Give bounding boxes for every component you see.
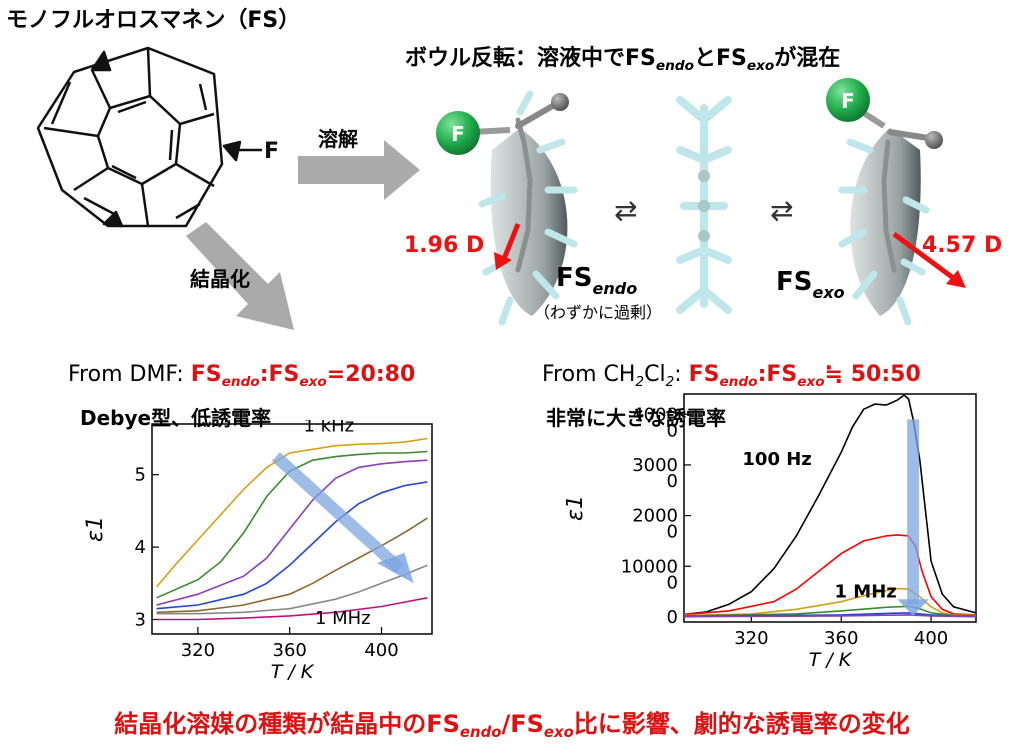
plot-frame: [151, 423, 433, 635]
x-axis-label: T / K: [809, 649, 853, 671]
endo-excess-note: （わずかに過剰）: [534, 303, 662, 322]
planar-transition-structure: [676, 96, 732, 314]
x-axis-label: T / K: [271, 661, 315, 683]
y-tick-label: 3000: [632, 455, 678, 476]
series-line: [683, 534, 977, 616]
series-line: [156, 517, 428, 614]
series-line: [683, 614, 977, 618]
series-line: [155, 437, 428, 588]
bowl-inversion-title: ボウル反転：溶液中でFSendoとFSexoが混在: [405, 46, 841, 74]
crystallize-arrow: [186, 222, 294, 330]
fs-exo-label: FSexo: [776, 267, 845, 302]
exo-dipole-arrow: [892, 231, 958, 283]
fs-illustration: F 溶解 結晶化 F 1.96 D: [36, 46, 1002, 330]
trend-arrow-head: [376, 552, 414, 584]
dissolve-label: 溶解: [318, 127, 358, 151]
equilibrium-arrow-right: ⇄: [770, 194, 793, 227]
endo-dipole-value: 1.96 D: [404, 233, 484, 258]
fs-exo-structure: [826, 78, 943, 326]
left-permittivity-chart: 320 360 400 3 4 5 T / K ε1 1 kHz 1 MHz: [83, 420, 433, 683]
fluorine-label: F: [264, 139, 279, 164]
left-panel-description: Debye型、低誘電率: [80, 406, 272, 430]
series-line: [156, 481, 428, 610]
y-axis-label: ε1: [83, 516, 108, 542]
annotation-1khz: 1 kHz: [303, 420, 354, 436]
exo-f-ball-label: F: [841, 89, 855, 113]
y-tick-label: 10000: [621, 556, 678, 577]
annotation-100hz: 100 Hz: [742, 449, 811, 470]
compound-title: モノフルオロスマネン（FS）: [6, 8, 301, 33]
dissolve-arrow: [298, 140, 420, 200]
y-tick-label: 3: [135, 610, 146, 631]
annotation-1mhz: 1 MHz: [834, 582, 896, 603]
exo-dipole-value: 4.57 D: [922, 233, 1002, 258]
left-panel-source: From DMF: FSendo:FSexo=20:80: [68, 362, 416, 390]
right-panel-source: From CH2Cl2: FSendo:FSexo≒ 50:50: [542, 362, 921, 390]
fs-endo-label: FSendo: [556, 263, 637, 298]
trend-arrow-head: [897, 599, 929, 616]
series-line: [156, 564, 428, 615]
sumanene-structure: [36, 46, 262, 228]
series-line: [156, 450, 428, 599]
y-tick-overlap-label: 0: [667, 420, 678, 441]
fs-endo-structure: [436, 90, 578, 326]
y-tick-overlap-label: 0: [667, 522, 678, 543]
annotation-1mhz: 1 MHz: [315, 608, 371, 629]
y-tick-overlap-label: 0: [667, 471, 678, 492]
trend-arrow-shaft: [271, 452, 404, 574]
right-panel-description: 非常に大きな誘電率: [546, 406, 726, 430]
series-line: [156, 597, 428, 621]
x-tick-label: 360: [273, 640, 307, 661]
series-line: [683, 393, 977, 616]
y-tick-label: 0: [667, 607, 678, 628]
equilibrium-arrow-left: ⇄: [614, 194, 637, 227]
y-axis-label: ε1: [566, 495, 588, 521]
x-tick-label: 320: [734, 628, 768, 649]
y-tick-label: 2000: [632, 506, 678, 527]
endo-f-ball-label: F: [451, 122, 465, 146]
crystallize-label: 結晶化: [190, 267, 250, 291]
conclusion-statement: 結晶化溶媒の種類が結晶中のFSendo/FSexo比に影響、劇的な誘電率の変化: [114, 710, 910, 742]
y-tick-label: 5: [135, 465, 146, 486]
y-tick-overlap-label: 0: [667, 572, 678, 593]
plot-frame: [683, 393, 977, 623]
x-tick-label: 400: [364, 640, 398, 661]
series-line: [683, 587, 977, 617]
x-tick-label: 360: [824, 628, 858, 649]
x-tick-label: 400: [914, 628, 948, 649]
x-tick-label: 320: [181, 640, 215, 661]
y-tick-label: 4000: [632, 404, 678, 425]
y-tick-label: 4: [135, 537, 146, 558]
series-line: [156, 459, 428, 606]
